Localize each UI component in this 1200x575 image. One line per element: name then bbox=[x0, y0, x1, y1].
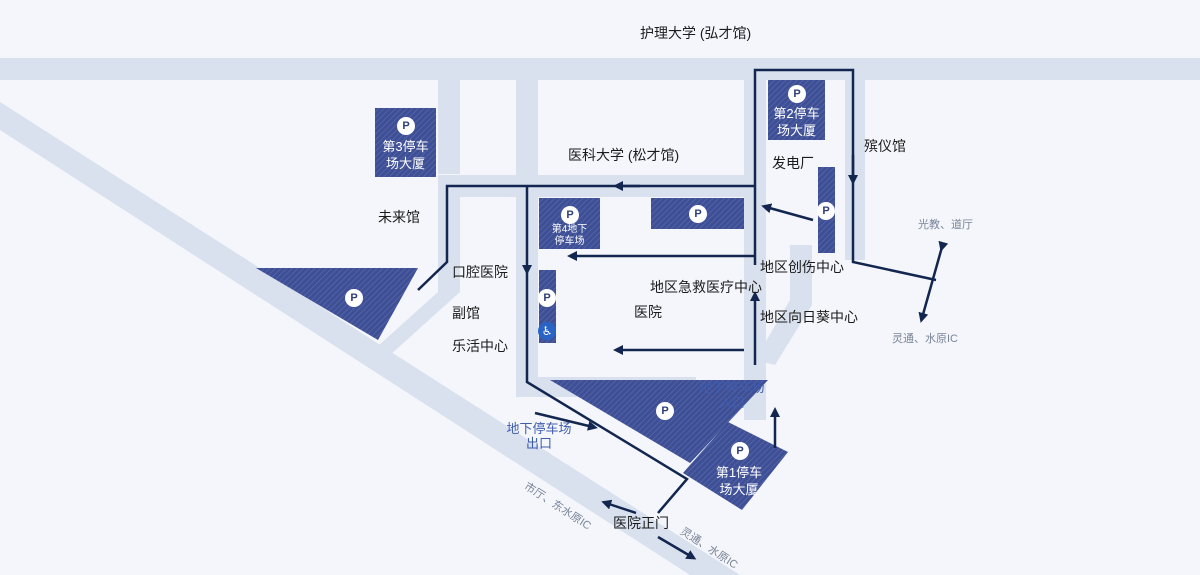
parking-badge-trauma: P bbox=[817, 202, 835, 220]
route-gate-down bbox=[657, 535, 697, 560]
label-power-plant: 发电厂 bbox=[772, 155, 814, 171]
label-hospital: 医院 bbox=[634, 304, 662, 320]
parking-lot-1 bbox=[683, 422, 788, 510]
label-underground-exit-line2: 出口 bbox=[525, 436, 552, 451]
route-mid-upper bbox=[417, 184, 755, 291]
label-lot1-line2: 场大厦 bbox=[719, 482, 759, 497]
road-vert-4 bbox=[845, 80, 865, 260]
roads bbox=[0, 58, 1200, 575]
parking-badge-left: P bbox=[345, 289, 363, 307]
parking-lot-left bbox=[256, 268, 418, 340]
label-life-center: 乐活中心 bbox=[452, 338, 508, 354]
road-right-diag bbox=[755, 245, 812, 365]
label-lot2-line2: 场大厦 bbox=[776, 123, 816, 138]
label-underground-exit-line1: 地下停车场 bbox=[506, 421, 572, 436]
road-left-diag bbox=[368, 292, 460, 355]
label-lot3-line2: 场大厦 bbox=[385, 156, 425, 171]
road-vert-1 bbox=[438, 80, 460, 174]
parking-badge-lot-b: P bbox=[689, 205, 707, 223]
label-lot4: 第4地下 停车场 bbox=[539, 224, 600, 248]
label-nursing-univ: 护理大学 (弘才馆) bbox=[640, 25, 752, 41]
road-left-vert bbox=[438, 197, 460, 292]
parking-badge-lot3: P bbox=[397, 117, 415, 135]
route-gate-up bbox=[601, 499, 637, 515]
route-exit-arrow bbox=[534, 411, 598, 431]
label-underground-entry: 地下停车场 入口 bbox=[690, 380, 774, 410]
road-main-diag bbox=[0, 102, 740, 575]
label-main-gate: 医院正门 bbox=[613, 515, 669, 531]
parking-badge-lot4: P bbox=[561, 206, 579, 224]
route-lower-loop bbox=[525, 270, 689, 514]
label-trauma: 地区创伤中心 bbox=[760, 259, 844, 275]
label-sunflower: 地区向日葵中心 bbox=[760, 309, 858, 325]
label-lot4-line1: 第4地下 bbox=[551, 224, 588, 235]
parking-lot-underground bbox=[550, 380, 768, 463]
parking-badge-accessible: P bbox=[538, 289, 556, 307]
parking-badge-lot2: P bbox=[788, 85, 806, 103]
label-dental: 口腔医院 bbox=[452, 264, 508, 280]
label-emergency: 地区急救医疗中心 bbox=[650, 279, 762, 295]
label-dir-guangjiao: 光教、道厅 bbox=[918, 219, 973, 231]
label-medical-univ: 医科大学 (松才馆) bbox=[568, 147, 680, 163]
label-annex: 副馆 bbox=[452, 305, 480, 321]
label-lot3: 第3停车 场大厦 bbox=[375, 138, 436, 172]
label-dir-lingtong-right: 灵通、水原IC bbox=[892, 333, 958, 345]
route-top-loop bbox=[753, 68, 937, 282]
label-lot2: 第2停车 场大厦 bbox=[768, 105, 825, 139]
label-lot1-line1: 第1停车 bbox=[715, 465, 763, 480]
parking-badge-underground: P bbox=[656, 402, 674, 420]
label-underground-entry-line1: 地下停车场 bbox=[699, 380, 765, 395]
label-underground-exit: 地下停车场 出口 bbox=[497, 421, 581, 451]
road-top bbox=[0, 58, 1200, 80]
parking-badge-lot1: P bbox=[731, 442, 749, 460]
route-trauma-arrow bbox=[761, 203, 814, 222]
label-underground-entry-line2: 入口 bbox=[718, 395, 745, 410]
label-funeral: 殡仪馆 bbox=[864, 138, 906, 154]
label-lot3-line1: 第3停车 bbox=[382, 139, 429, 154]
route-guangjiao bbox=[918, 240, 949, 323]
label-lot4-line2: 停车场 bbox=[554, 236, 585, 247]
wheelchair-icon: ♿ bbox=[538, 322, 556, 340]
label-lot2-line1: 第2停车 bbox=[773, 106, 820, 121]
label-lot1: 第1停车 场大厦 bbox=[707, 464, 771, 498]
label-future-hall: 未来馆 bbox=[378, 209, 420, 225]
routes bbox=[417, 68, 949, 560]
